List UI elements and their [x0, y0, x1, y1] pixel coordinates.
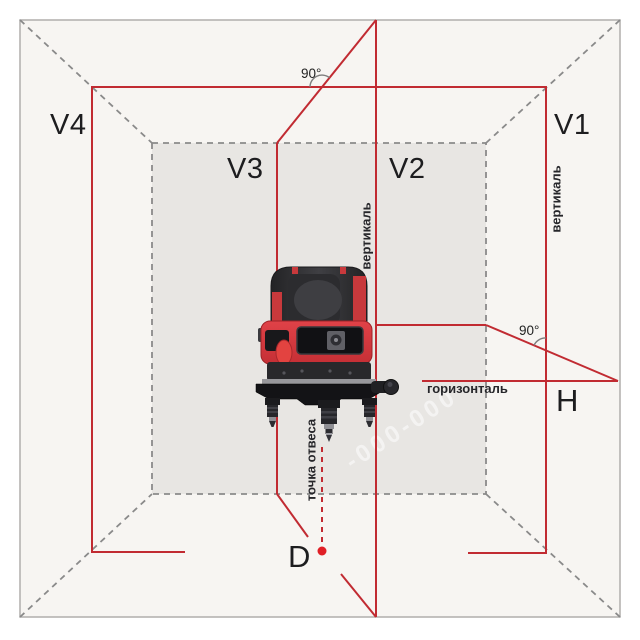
ceiling-edge-right — [485, 19, 621, 144]
device-foot-right — [362, 398, 377, 427]
device-screw — [328, 369, 332, 373]
angle-arc-top — [309, 74, 330, 88]
device-prism-slot-right — [353, 276, 366, 324]
device-prism-slot-left-top — [292, 267, 298, 274]
laser-plane-v4-v1-frame — [91, 86, 547, 554]
laser-floor-trace-2 — [340, 573, 377, 618]
device-screw — [282, 371, 286, 375]
angle-arc-right — [533, 337, 547, 346]
device-handle-knob — [383, 379, 399, 395]
device-screw — [300, 369, 304, 373]
room-edges — [19, 19, 621, 618]
laser-horizontal-rightwall — [485, 324, 619, 382]
laser-ceiling-trace — [276, 19, 377, 144]
label-d: D — [288, 539, 311, 574]
device-screw — [348, 371, 352, 375]
label-angle-top: 90° — [301, 66, 322, 81]
label-v1: V1 — [554, 109, 591, 141]
device-prism-slot-right-top — [340, 267, 346, 274]
plumb-point-dot — [317, 546, 327, 556]
ceiling-edge-left — [19, 19, 153, 144]
floor-edge-left — [19, 493, 153, 618]
device-foot-left — [265, 398, 280, 427]
laser-level-device — [255, 266, 399, 442]
far-wall-edge — [151, 142, 487, 495]
label-angle-right: 90° — [519, 323, 540, 338]
device-handle-glint — [387, 382, 393, 387]
laser-lines — [91, 19, 619, 618]
device-face-highlight — [294, 280, 342, 320]
device-foot-center — [318, 400, 340, 442]
device-silver-ring — [262, 379, 376, 384]
label-horizontal: горизонталь — [427, 381, 508, 396]
floor-edge-right — [485, 493, 621, 618]
label-v4: V4 — [50, 109, 87, 141]
label-h: H — [556, 383, 579, 418]
laser-floor-trace-1 — [276, 493, 309, 538]
device-lower-body — [267, 362, 371, 381]
label-v2: V2 — [389, 153, 426, 185]
device-power-button — [275, 339, 293, 366]
device-prism-slot-left — [272, 292, 282, 324]
label-vertical-v2: вертикаль — [358, 202, 374, 270]
label-v3: V3 — [227, 153, 264, 185]
label-vertical-v1: вертикаль — [548, 165, 564, 233]
device-lens-glint — [334, 338, 338, 342]
label-plumb-point: точка отвеса — [303, 418, 319, 502]
